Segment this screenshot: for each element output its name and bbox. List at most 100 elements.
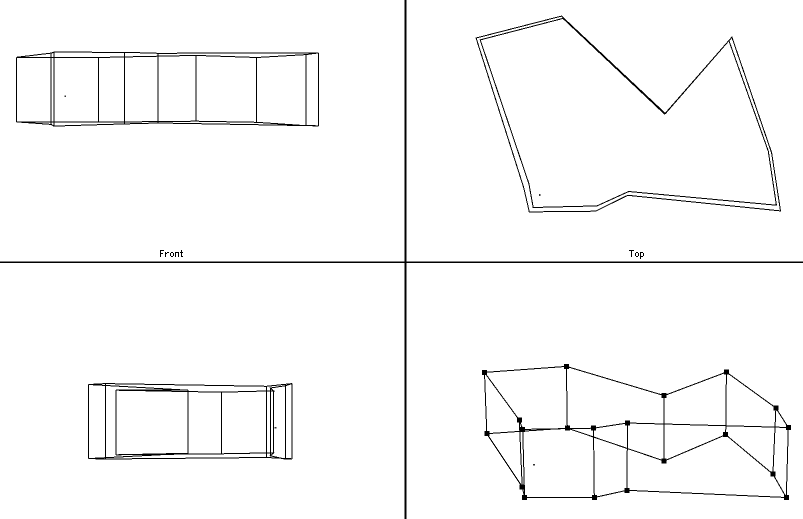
label-pixel <box>162 253 163 254</box>
vertical-edge <box>785 427 789 498</box>
vertex-marker <box>661 458 667 464</box>
viewport-top[interactable] <box>475 15 782 213</box>
bottom-ring-outline <box>485 427 788 499</box>
label-pixel <box>160 250 161 251</box>
label-pixel <box>175 252 176 253</box>
label-pixel <box>175 253 176 254</box>
vertical-edge <box>593 428 595 498</box>
vertical-edge <box>725 372 727 435</box>
vertical-edge <box>626 422 628 491</box>
label-pixel <box>160 253 161 254</box>
vertex-marker <box>482 369 487 375</box>
label-pixel <box>178 254 179 255</box>
vertex-marker <box>522 494 528 500</box>
label-pixel <box>636 252 637 253</box>
label-pixel <box>637 256 638 257</box>
pivot-dot <box>64 95 66 97</box>
label-pixel <box>175 254 176 255</box>
vertical-edge <box>484 372 488 434</box>
vertical-edge <box>518 420 523 487</box>
top-ring-outline <box>475 15 782 213</box>
label-pixel <box>176 252 177 253</box>
vertex-marker <box>484 431 490 437</box>
label-pixel <box>640 258 641 259</box>
label-pixel <box>638 254 639 255</box>
vertex-marker <box>723 432 729 438</box>
label-pixel <box>175 256 176 257</box>
label-pixel <box>643 254 644 255</box>
vertex-marker <box>661 393 667 399</box>
label-pixel <box>635 255 636 256</box>
label-pixel <box>636 256 637 257</box>
label-pixel <box>631 250 632 251</box>
label-pixel <box>160 252 161 253</box>
label-pixel <box>631 251 632 252</box>
label-pixel <box>640 252 641 253</box>
label-pixel <box>181 254 182 255</box>
label-pixel <box>168 252 169 253</box>
vertex-marker <box>770 471 776 477</box>
label-pixel <box>166 253 167 254</box>
vertex-marker <box>563 363 569 369</box>
label-pixel <box>640 254 641 255</box>
label-pixel <box>640 257 641 258</box>
label-pixel <box>172 256 173 257</box>
label-pixel <box>182 256 183 257</box>
viewport-side[interactable] <box>88 383 293 460</box>
label-pixel <box>170 253 171 254</box>
label-pixel <box>165 252 166 253</box>
label-pixel <box>178 252 179 253</box>
label-pixel <box>638 255 639 256</box>
viewport-front[interactable] <box>16 51 319 127</box>
label-pixel <box>181 251 182 252</box>
bottom-ring-outline <box>88 452 293 460</box>
vertex-marker <box>520 426 526 432</box>
label-pixel <box>171 256 172 257</box>
label-pixel <box>643 255 644 256</box>
label-pixel <box>163 250 164 251</box>
vertex-marker <box>591 425 596 431</box>
label-pixel <box>171 252 172 253</box>
label-pixel <box>640 256 641 257</box>
vertical-edge <box>772 407 777 475</box>
label-pixel <box>630 250 631 251</box>
viewport-perspective[interactable] <box>482 363 791 500</box>
vertex-marker <box>785 425 791 430</box>
label-pixel <box>182 252 183 253</box>
label-pixel <box>640 253 641 254</box>
label-pixel <box>180 252 181 253</box>
label-pixel <box>178 256 179 257</box>
vertex-marker <box>773 405 779 411</box>
viewport-label-top: Top <box>628 249 644 259</box>
label-pixel <box>633 250 634 251</box>
label-pixel <box>181 255 182 256</box>
label-pixel <box>167 252 168 253</box>
label-pixel <box>642 252 643 253</box>
label-pixel <box>165 253 166 254</box>
label-pixel <box>642 256 643 257</box>
vertex-marker <box>783 495 789 500</box>
vertex-marker <box>591 495 597 500</box>
label-pixel <box>631 255 632 256</box>
vertex-marker <box>723 369 729 375</box>
label-pixel <box>635 253 636 254</box>
label-pixel <box>175 255 176 256</box>
label-pixel <box>635 254 636 255</box>
label-pixel <box>631 254 632 255</box>
label-pixel <box>178 253 179 254</box>
pivot-dot <box>274 427 277 429</box>
label-pixel <box>637 252 638 253</box>
top-ring-outline <box>88 383 293 393</box>
label-pixel <box>641 252 642 253</box>
label-pixel <box>632 250 633 251</box>
label-pixel <box>161 250 162 251</box>
pivot-dot <box>533 464 535 466</box>
label-pixel <box>170 255 171 256</box>
label-pixel <box>160 254 161 255</box>
label-pixel <box>165 256 166 257</box>
label-pixel <box>160 255 161 256</box>
vertex-marker <box>625 420 630 426</box>
